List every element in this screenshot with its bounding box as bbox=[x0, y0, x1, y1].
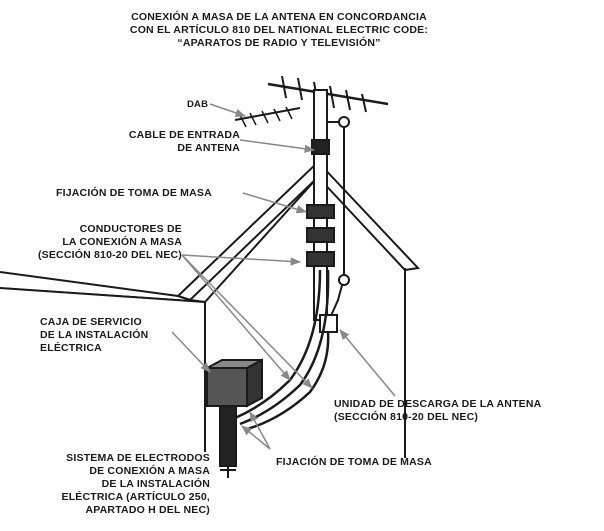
title-line-1: CONEXIÓN A MASA DE LA ANTENA EN CONCORDA… bbox=[131, 11, 427, 23]
dab-antenna bbox=[234, 107, 301, 121]
title-line-2: CON EL ARTÍCULO 810 DEL NATIONAL ELECTRI… bbox=[129, 24, 429, 36]
ground-clamp-top-label: FIJACIÓN DE TOMA DE MASA bbox=[56, 187, 212, 199]
mast-clamp-3 bbox=[306, 251, 335, 267]
dab-label: DAB bbox=[187, 99, 209, 110]
service-box-label: CAJA DE SERVICIO DE LA INSTALACIÓN ELÉCT… bbox=[40, 316, 149, 354]
mast-clamp-1 bbox=[306, 204, 335, 219]
left-roof bbox=[0, 271, 206, 303]
main-roof bbox=[176, 160, 421, 302]
title-line-3: “APARATOS DE RADIO Y TELEVISIÓN” bbox=[177, 37, 381, 49]
mast-clamp-2 bbox=[306, 227, 335, 243]
electric-service-box bbox=[206, 358, 263, 408]
discharge-unit-label: UNIDAD DE DESCARGA DE LA ANTENA (SECCIÓN… bbox=[334, 398, 542, 423]
electrode-system-label: SISTEMA DE ELECTRODOS DE CONEXIÓN A MASA… bbox=[61, 452, 210, 516]
leader-lines bbox=[171, 103, 396, 450]
diagram-title: CONEXIÓN A MASA DE LA ANTENA EN CONCORDA… bbox=[94, 11, 464, 50]
ground-clamp-bottom-label: FIJACIÓN DE TOMA DE MASA bbox=[276, 456, 432, 468]
lead-in-cable bbox=[329, 127, 345, 319]
antenna-assembly bbox=[234, 75, 389, 321]
ground-electrode bbox=[219, 405, 237, 478]
antenna-cable-label: CABLE DE ENTRADA DE ANTENA bbox=[128, 129, 240, 154]
grounding-conductors-label: CONDUCTORES DE LA CONEXIÓN A MASA (SECCI… bbox=[37, 223, 182, 261]
